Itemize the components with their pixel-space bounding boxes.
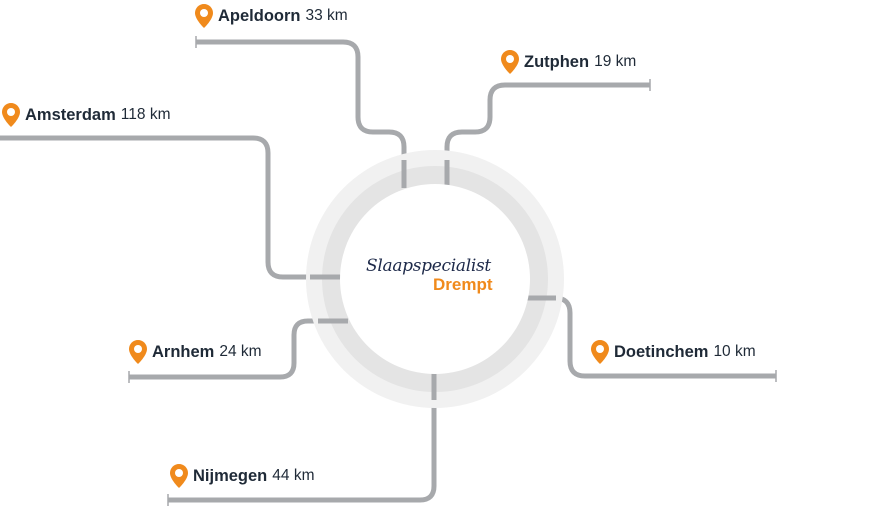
road-apeldoorn (196, 39, 407, 188)
city-distance: 33 km (305, 7, 348, 24)
city-distance: 19 km (594, 53, 637, 70)
city-name: Nijmegen (193, 466, 268, 485)
road-nijmegen (168, 372, 437, 503)
city-name: Zutphen (524, 52, 590, 71)
map-pin-icon (170, 464, 188, 488)
hub-logo: Slaapspecialist Drempt (360, 256, 510, 295)
map-pin-icon (195, 4, 213, 28)
road-arnhem (129, 318, 348, 380)
city-name: Doetinchem (614, 342, 709, 361)
map-pin-icon (501, 50, 519, 74)
city-distance: 24 km (219, 343, 262, 360)
city-name: Amsterdam (25, 105, 116, 124)
city-amsterdam: Amsterdam 118 km (2, 103, 170, 127)
map-pin-icon (129, 340, 147, 364)
logo-script-text: Slaapspecialist (366, 256, 491, 276)
city-distance: 118 km (120, 106, 171, 123)
city-name: Apeldoorn (218, 6, 301, 25)
city-doetinchem: Doetinchem 10 km (591, 340, 756, 364)
city-nijmegen: Nijmegen 44 km (170, 464, 315, 488)
city-name: Arnhem (152, 342, 215, 361)
hub-circle (340, 184, 530, 374)
road-doetinchem (527, 295, 776, 379)
map-pin-icon (2, 103, 20, 127)
city-distance: 44 km (272, 467, 315, 484)
map-pin-icon (591, 340, 609, 364)
city-distance: 10 km (713, 343, 756, 360)
city-arnhem: Arnhem 24 km (129, 340, 262, 364)
road-zutphen (444, 82, 650, 188)
road-amsterdam (0, 135, 342, 280)
city-apeldoorn: Apeldoorn 33 km (195, 4, 348, 28)
logo-town-text: Drempt (433, 275, 493, 294)
city-zutphen: Zutphen 19 km (501, 50, 636, 74)
